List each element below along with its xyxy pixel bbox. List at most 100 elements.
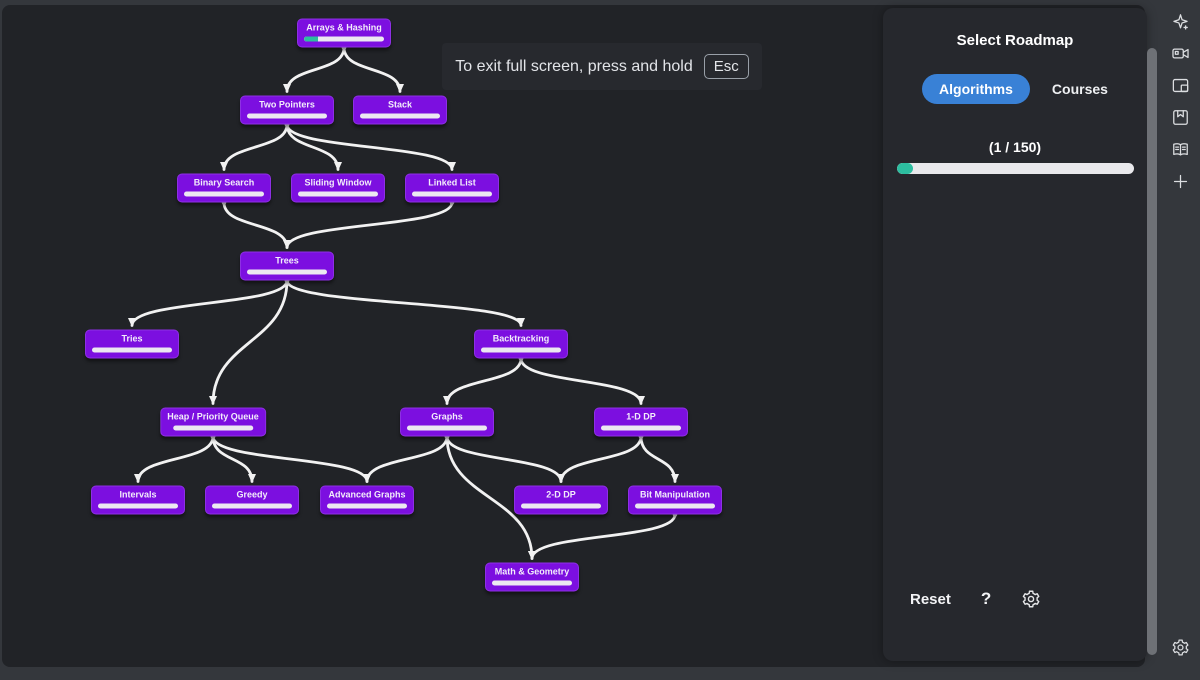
roadmap-node-graphs[interactable]: Graphs bbox=[400, 407, 494, 437]
node-label: Math & Geometry bbox=[494, 566, 570, 577]
node-progress-bar bbox=[492, 580, 572, 586]
edge-linked-list-to-trees bbox=[283, 201, 454, 249]
edge-graphs-to-two-d-dp bbox=[445, 435, 565, 483]
roadmap-node-greedy[interactable]: Greedy bbox=[205, 485, 299, 515]
edge-backtracking-to-graphs bbox=[443, 357, 523, 405]
node-progress-bar bbox=[327, 503, 407, 509]
edge-two-pointers-to-sliding-window bbox=[285, 123, 342, 171]
open-book-icon[interactable] bbox=[1167, 137, 1193, 161]
node-label: Binary Search bbox=[193, 177, 255, 188]
roadmap-node-backtracking[interactable]: Backtracking bbox=[474, 329, 568, 359]
roadmap-node-linked-list[interactable]: Linked List bbox=[405, 173, 499, 203]
sparkle-icon[interactable] bbox=[1167, 9, 1193, 33]
edge-trees-to-backtracking bbox=[285, 279, 525, 327]
edge-graphs-to-advanced-graphs bbox=[363, 435, 449, 483]
edge-two-pointers-to-binary-search bbox=[220, 123, 289, 171]
roadmap-node-intervals[interactable]: Intervals bbox=[91, 485, 185, 515]
node-progress-bar bbox=[407, 425, 487, 431]
node-label: Bit Manipulation bbox=[640, 489, 710, 500]
node-label: Backtracking bbox=[492, 333, 550, 344]
roadmap-node-heap-pq[interactable]: Heap / Priority Queue bbox=[160, 407, 266, 437]
roadmap-sidebar: Select Roadmap Algorithms Courses (1 / 1… bbox=[883, 8, 1147, 661]
edge-one-d-dp-to-bit-manipulation bbox=[639, 435, 679, 483]
edge-arrays-hashing-to-two-pointers bbox=[283, 46, 346, 93]
roadmap-type-tabs: Algorithms Courses bbox=[883, 74, 1147, 104]
fullscreen-toast: To exit full screen, press and hold Esc bbox=[442, 43, 762, 90]
node-label: Sliding Window bbox=[304, 177, 372, 188]
node-progress-bar bbox=[298, 191, 378, 197]
node-progress-bar bbox=[521, 503, 601, 509]
roadmap-node-math-geometry[interactable]: Math & Geometry bbox=[485, 562, 579, 592]
node-progress-bar bbox=[212, 503, 292, 509]
roadmap-node-tries[interactable]: Tries bbox=[85, 329, 179, 359]
node-progress-bar bbox=[601, 425, 681, 431]
sidebar-title: Select Roadmap bbox=[956, 32, 1074, 49]
roadmap-node-one-d-dp[interactable]: 1-D DP bbox=[594, 407, 688, 437]
roadmap-node-arrays-hashing[interactable]: Arrays & Hashing bbox=[297, 18, 391, 48]
help-button[interactable]: ? bbox=[980, 589, 992, 608]
node-progress-bar bbox=[247, 269, 327, 275]
tab-courses[interactable]: Courses bbox=[1051, 81, 1108, 97]
roadmap-node-sliding-window[interactable]: Sliding Window bbox=[291, 173, 385, 203]
node-label: Greedy bbox=[236, 489, 268, 500]
node-progress-bar bbox=[247, 113, 327, 119]
edge-backtracking-to-one-d-dp bbox=[519, 357, 645, 405]
node-label: Heap / Priority Queue bbox=[167, 411, 259, 422]
node-progress-bar bbox=[92, 347, 172, 353]
roadmap-node-bit-manipulation[interactable]: Bit Manipulation bbox=[628, 485, 722, 515]
edge-trees-to-tries bbox=[128, 279, 289, 327]
sidebar-footer: Reset ? bbox=[910, 589, 1041, 609]
node-progress-bar bbox=[98, 503, 178, 509]
node-label: Two Pointers bbox=[259, 99, 315, 110]
roadmap-node-trees[interactable]: Trees bbox=[240, 251, 334, 281]
node-progress-bar bbox=[481, 347, 561, 353]
edge-trees-to-heap-pq bbox=[209, 279, 289, 405]
node-label: Arrays & Hashing bbox=[306, 22, 382, 33]
node-progress-fill bbox=[304, 36, 319, 42]
node-label: 1-D DP bbox=[626, 411, 656, 422]
node-label: Stack bbox=[387, 99, 413, 110]
toast-message: To exit full screen, press and hold bbox=[455, 57, 693, 75]
edge-heap-pq-to-greedy bbox=[211, 435, 256, 483]
node-progress-bar bbox=[412, 191, 492, 197]
edge-bit-manipulation-to-math-geometry bbox=[528, 513, 677, 560]
gear-icon[interactable] bbox=[1167, 635, 1193, 659]
overall-progress-fill bbox=[896, 163, 914, 174]
node-label: Graphs bbox=[431, 411, 463, 422]
node-label: Advanced Graphs bbox=[328, 489, 406, 500]
video-camera-icon[interactable] bbox=[1167, 41, 1193, 65]
node-label: Trees bbox=[275, 255, 299, 266]
roadmap-node-advanced-graphs[interactable]: Advanced Graphs bbox=[320, 485, 414, 515]
node-label: Linked List bbox=[428, 177, 476, 188]
tab-algorithms[interactable]: Algorithms bbox=[922, 74, 1030, 104]
roadmap-node-binary-search[interactable]: Binary Search bbox=[177, 173, 271, 203]
edge-heap-pq-to-intervals bbox=[134, 435, 215, 483]
roadmap-node-stack[interactable]: Stack bbox=[353, 95, 447, 125]
settings-button[interactable] bbox=[1021, 589, 1041, 609]
edge-binary-search-to-trees bbox=[222, 201, 291, 249]
roadmap-node-two-pointers[interactable]: Two Pointers bbox=[240, 95, 334, 125]
node-progress-bar bbox=[173, 425, 253, 431]
roadmap-node-two-d-dp[interactable]: 2-D DP bbox=[514, 485, 608, 515]
bookmark-icon[interactable] bbox=[1167, 105, 1193, 129]
node-label: 2-D DP bbox=[546, 489, 576, 500]
edge-heap-pq-to-advanced-graphs bbox=[211, 435, 371, 483]
node-label: Intervals bbox=[119, 489, 157, 500]
edge-one-d-dp-to-two-d-dp bbox=[557, 435, 643, 483]
progress-count-label: (1 / 150) bbox=[988, 139, 1042, 155]
node-progress-bar bbox=[304, 36, 384, 42]
side-panel-icon[interactable] bbox=[1167, 73, 1193, 97]
plus-icon[interactable] bbox=[1167, 169, 1193, 193]
gear-icon bbox=[1022, 590, 1040, 608]
sidebar-scrollbar-thumb[interactable] bbox=[1147, 48, 1157, 655]
reset-button[interactable]: Reset bbox=[910, 590, 951, 608]
node-progress-bar bbox=[184, 191, 264, 197]
node-progress-bar bbox=[635, 503, 715, 509]
node-progress-bar bbox=[360, 113, 440, 119]
right-icon-rail bbox=[1160, 0, 1200, 675]
overall-progress-bar bbox=[896, 163, 1134, 174]
node-label: Tries bbox=[121, 333, 143, 344]
esc-key: Esc bbox=[703, 54, 749, 79]
edge-arrays-hashing-to-stack bbox=[342, 46, 404, 93]
edge-two-pointers-to-linked-list bbox=[285, 123, 456, 171]
